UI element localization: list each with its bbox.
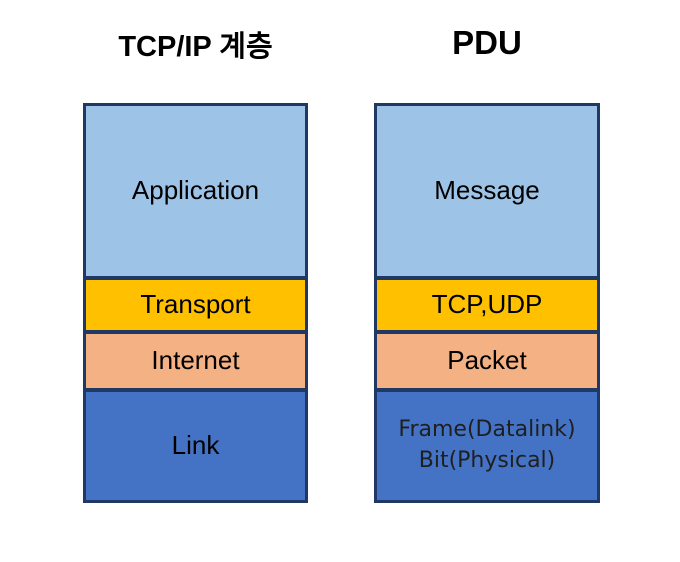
tcpip-stack-column: Application Transport Internet Link xyxy=(83,103,308,503)
pdu-block-frame-bit: Frame(Datalink) Bit(Physical) xyxy=(375,390,599,502)
layer-label-internet: Internet xyxy=(151,345,240,376)
layer-block-transport: Transport xyxy=(84,278,307,332)
pdu-column-title: PDU xyxy=(452,24,522,61)
pdu-block-message: Message xyxy=(375,104,599,278)
layer-block-link: Link xyxy=(84,390,307,502)
layer-label-transport: Transport xyxy=(140,289,251,320)
pdu-label-packet: Packet xyxy=(447,345,527,376)
layer-block-application: Application xyxy=(84,104,307,278)
layer-block-internet: Internet xyxy=(84,332,307,390)
pdu-stack-column: Message TCP,UDP Packet Frame(Datalink) B… xyxy=(374,103,600,503)
pdu-label-tcp-udp: TCP,UDP xyxy=(431,289,543,320)
pdu-label-frame: Frame(Datalink) xyxy=(398,417,576,443)
tcpip-column-title: TCP/IP 계층 xyxy=(118,31,273,63)
pdu-label-bit: Bit(Physical) xyxy=(418,448,556,473)
pdu-label-message: Message xyxy=(434,175,540,206)
pdu-block-packet: Packet xyxy=(375,332,599,390)
layer-label-link: Link xyxy=(171,430,220,461)
pdu-block-tcp-udp: TCP,UDP xyxy=(375,278,599,332)
layer-label-application: Application xyxy=(131,175,260,206)
